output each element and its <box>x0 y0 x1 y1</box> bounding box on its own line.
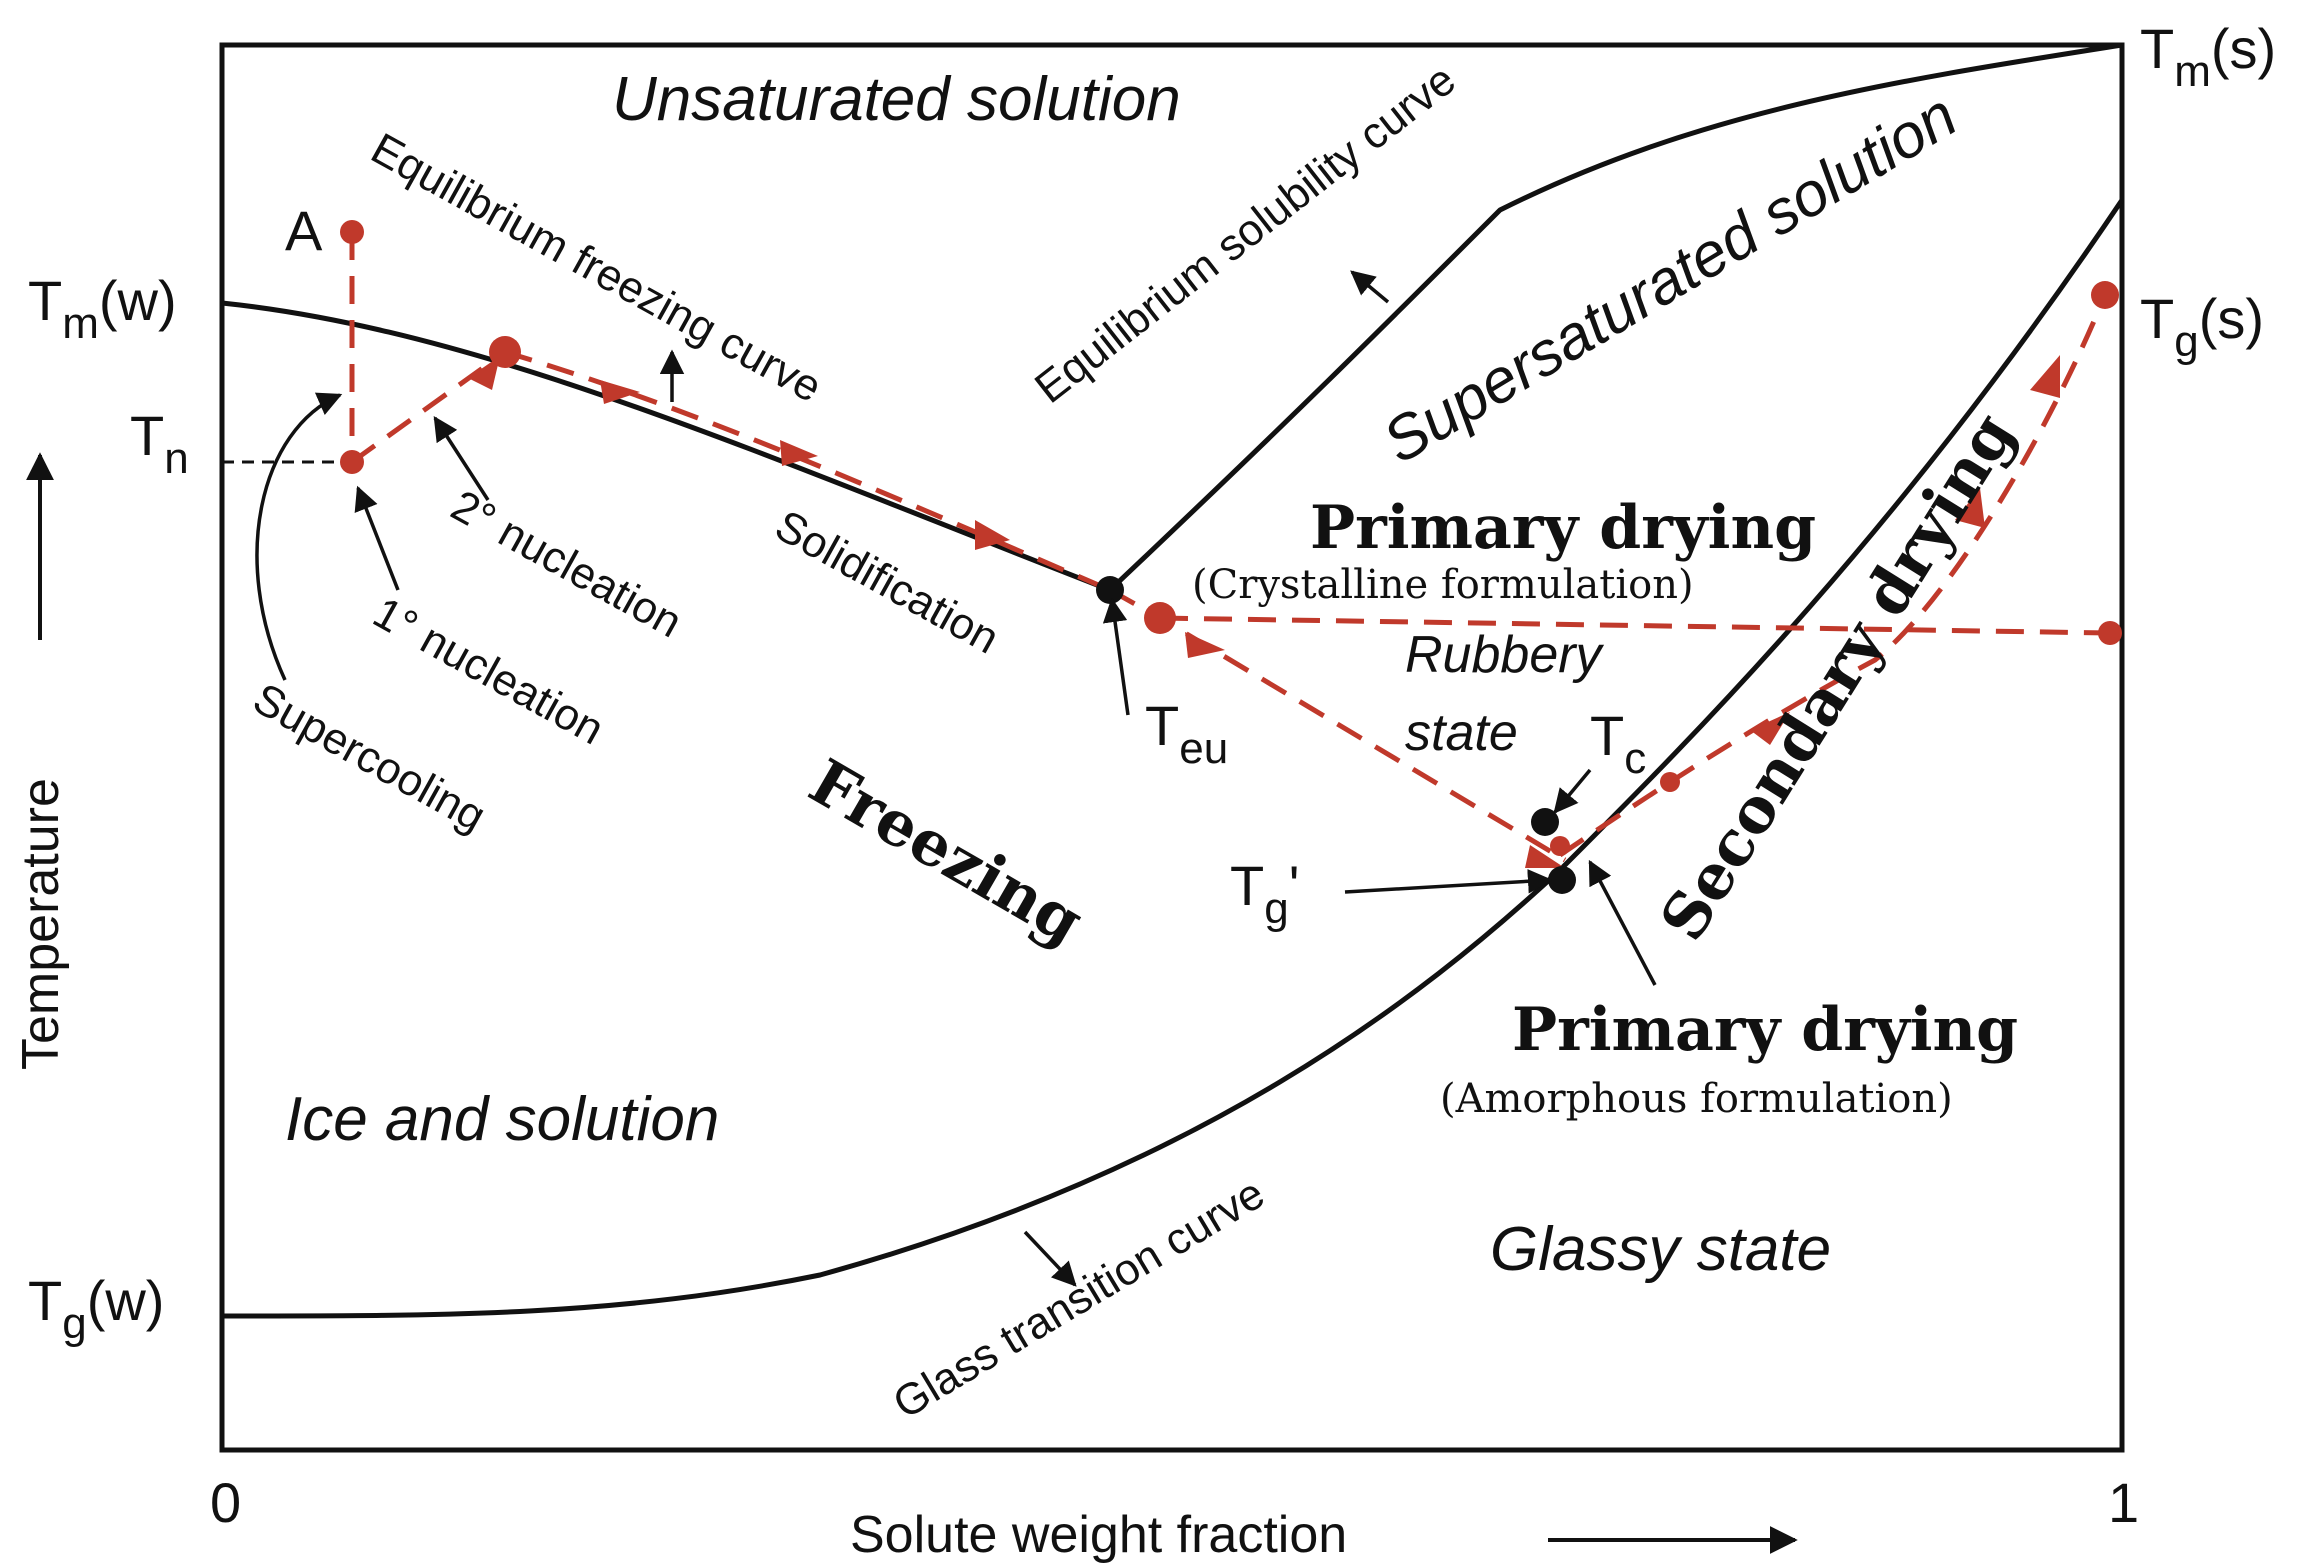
teu-dot <box>1096 576 1124 604</box>
point-tn-dot <box>340 450 364 474</box>
label-freezing: Freezing <box>798 745 1096 959</box>
tg-prime-arrow <box>1344 869 1553 894</box>
label-glassy: Glassy state <box>1490 1215 1831 1284</box>
label-teu: Teu <box>1145 694 1228 773</box>
label-tg-s: Tg(s) <box>2140 287 2264 366</box>
label-supercooling: Supercooling <box>245 674 493 841</box>
glass-transition-curve <box>221 198 2125 1319</box>
label-rubbery-1: Rubbery <box>1405 626 1605 684</box>
label-primary-amorphous-sub: (Amorphous formulation) <box>1440 1076 1953 1122</box>
point-2nuc-dot <box>489 336 521 368</box>
x-axis-title: Solute weight fraction <box>850 1506 1347 1564</box>
tc-dot <box>1531 808 1559 836</box>
label-nucleation-1: 1° nucleation <box>365 588 612 754</box>
solubility-curve <box>1108 42 2123 592</box>
label-nucleation-2: 2° nucleation <box>443 481 690 647</box>
label-tg-prime: Tg' <box>1230 854 1299 933</box>
annotation-arrows <box>26 270 1798 1554</box>
label-tc: Tc <box>1590 704 1646 783</box>
label-point-a: A <box>285 199 323 262</box>
path-arrows <box>468 355 2060 868</box>
point-crystal-start-dot <box>1144 602 1176 634</box>
plot-frame <box>219 42 2125 1453</box>
tc-arrow <box>1553 768 1592 814</box>
glass-curve-normal <box>1023 1230 1077 1287</box>
x-tick-1: 1 <box>2108 1471 2139 1534</box>
supercooling-arrow <box>255 392 343 681</box>
label-primary-amorphous: Primary drying <box>1512 995 2018 1065</box>
solubility-curve-normal <box>1350 270 1390 304</box>
label-glass-curve: Glass transition curve <box>885 1169 1273 1429</box>
label-rubbery-2: state <box>1405 704 1518 762</box>
freezing-curve <box>221 300 1111 593</box>
label-tm-w: Tm(w) <box>28 269 177 348</box>
label-ice-solution: Ice and solution <box>285 1085 719 1154</box>
teu-arrow <box>1102 597 1130 716</box>
point-crystal-end-dot <box>2098 621 2122 645</box>
nuc1-arrow <box>354 485 400 591</box>
label-tn: Tn <box>130 404 189 483</box>
label-tm-s: Tm(s) <box>2140 17 2276 96</box>
label-primary-crystalline: Primary drying <box>1310 493 1816 563</box>
point-a-dot <box>340 220 364 244</box>
nuc2-arrow <box>433 415 490 501</box>
amorphous-arrow <box>1588 859 1657 986</box>
process-path <box>349 232 2111 863</box>
y-axis-title: Temperature <box>12 778 70 1070</box>
tg-prime-dot <box>1548 866 1576 894</box>
label-freezing-curve: Equilibrium freezing curve <box>363 124 830 412</box>
label-tg-w: Tg(w) <box>28 1269 164 1348</box>
label-secondary-drying: Secondary drying <box>1646 400 2029 953</box>
x-tick-0: 0 <box>210 1471 241 1534</box>
point-tgs-dot <box>2091 281 2119 309</box>
label-solidification: Solidification <box>767 501 1007 664</box>
point-small-dot <box>1550 836 1570 856</box>
point-sec-dot <box>1660 772 1680 792</box>
label-primary-crystalline-sub: (Crystalline formulation) <box>1192 562 1694 608</box>
path-points <box>340 220 2122 856</box>
label-unsaturated: Unsaturated solution <box>612 65 1181 134</box>
